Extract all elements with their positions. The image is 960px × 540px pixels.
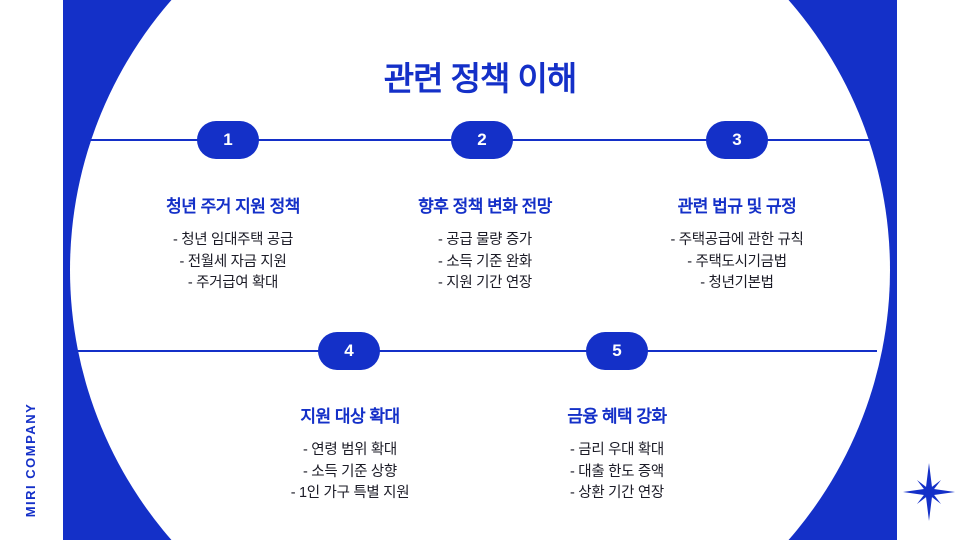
list-item: - 주택도시기금법 bbox=[687, 253, 787, 270]
list-item: - 공급 물량 증가 bbox=[438, 232, 532, 248]
section-heading: 관련 법규 및 규정 bbox=[677, 197, 797, 216]
list-item: - 금리 우대 확대 bbox=[570, 442, 664, 458]
blue-background-shape bbox=[63, 0, 897, 540]
sparkle-star-icon bbox=[897, 460, 960, 524]
brand-label: MIRI COMPANY bbox=[23, 402, 38, 518]
section-column-3: 관련 법규 및 규정 - 주택공급에 관한 규칙 - 주택도시기금법 - 청년기… bbox=[612, 192, 862, 295]
step-badge-5: 5 bbox=[586, 332, 648, 370]
list-item: - 연령 범위 확대 bbox=[303, 442, 397, 458]
section-heading: 지원 대상 확대 bbox=[300, 407, 400, 426]
page-title: 관련 정책 이해 bbox=[383, 60, 578, 97]
list-item: - 청년 임대주택 공급 bbox=[172, 232, 294, 248]
list-item: - 지원 기간 연장 bbox=[438, 275, 532, 291]
section-column-5: 금융 혜택 강화 - 금리 우대 확대 - 대출 한도 증액 - 상환 기간 연… bbox=[492, 402, 742, 505]
list-item: - 주택공급에 관한 규칙 bbox=[670, 232, 804, 248]
list-item: - 대출 한도 증액 bbox=[570, 463, 664, 480]
list-item: - 청년기본법 bbox=[700, 275, 774, 291]
list-item: - 1인 가구 특별 지원 bbox=[290, 485, 410, 501]
step-badge-3: 3 bbox=[706, 121, 768, 159]
list-item: - 주거급여 확대 bbox=[187, 275, 279, 291]
list-item: - 전월세 자금 지원 bbox=[179, 253, 287, 270]
white-circle-shape bbox=[70, 0, 890, 540]
section-column-1: 청년 주거 지원 정책 - 청년 임대주택 공급 - 전월세 자금 지원 - 주… bbox=[108, 192, 358, 295]
list-item: - 소득 기준 상향 bbox=[303, 463, 397, 480]
section-heading: 금융 혜택 강화 bbox=[567, 407, 667, 426]
section-column-2: 향후 정책 변화 전망 - 공급 물량 증가 - 소득 기준 완화 - 지원 기… bbox=[360, 192, 610, 295]
list-item: - 상환 기간 연장 bbox=[570, 485, 664, 501]
list-item: - 소득 기준 완화 bbox=[438, 253, 532, 270]
step-badge-4: 4 bbox=[318, 332, 380, 370]
timeline-line-bottom bbox=[77, 350, 877, 352]
section-heading: 청년 주거 지원 정책 bbox=[166, 197, 300, 216]
step-badge-2: 2 bbox=[451, 121, 513, 159]
section-column-4: 지원 대상 확대 - 연령 범위 확대 - 소득 기준 상향 - 1인 가구 특… bbox=[225, 402, 475, 505]
step-badge-1: 1 bbox=[197, 121, 259, 159]
section-heading: 향후 정책 변화 전망 bbox=[418, 197, 552, 216]
